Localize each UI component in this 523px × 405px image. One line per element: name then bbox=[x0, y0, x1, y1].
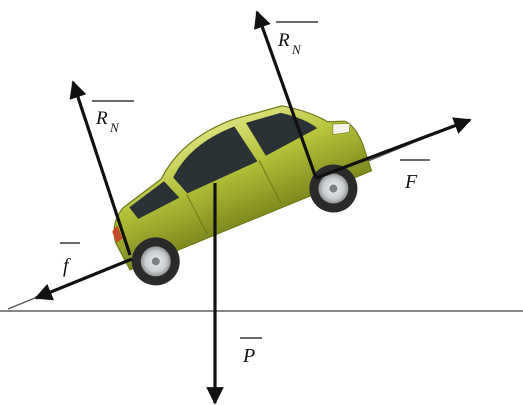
traction-force-arrow bbox=[315, 117, 472, 180]
car-front-wheel bbox=[309, 164, 358, 213]
normal-force-front-arrow bbox=[254, 10, 318, 179]
car-taillight bbox=[112, 225, 123, 243]
label-normal-rear-letter: R bbox=[95, 108, 108, 129]
label-normal-rear-subscript: N bbox=[109, 120, 120, 135]
label-friction: f bbox=[60, 242, 80, 277]
label-normal-front-letter: R bbox=[277, 30, 290, 51]
label-traction-letter: F bbox=[404, 171, 418, 193]
label-traction: F bbox=[400, 159, 430, 193]
car-door-line bbox=[186, 160, 282, 235]
label-weight-letter: P bbox=[242, 345, 255, 367]
normal-force-rear-arrow bbox=[69, 80, 132, 256]
car-rear-wheel bbox=[131, 237, 180, 286]
car-front-window bbox=[245, 112, 318, 156]
label-normal-rear: R N bbox=[92, 100, 134, 135]
label-friction-letter: f bbox=[63, 255, 71, 277]
car-side-window bbox=[173, 126, 258, 194]
label-normal-front-subscript: N bbox=[291, 42, 302, 57]
friction-force-arrow bbox=[34, 257, 133, 301]
label-normal-front: R N bbox=[276, 21, 318, 57]
label-weight: P bbox=[240, 337, 262, 367]
car-headlight bbox=[332, 123, 351, 136]
car-rear-window bbox=[129, 181, 180, 219]
force-vectors bbox=[34, 10, 472, 405]
car-illustration bbox=[112, 105, 373, 286]
